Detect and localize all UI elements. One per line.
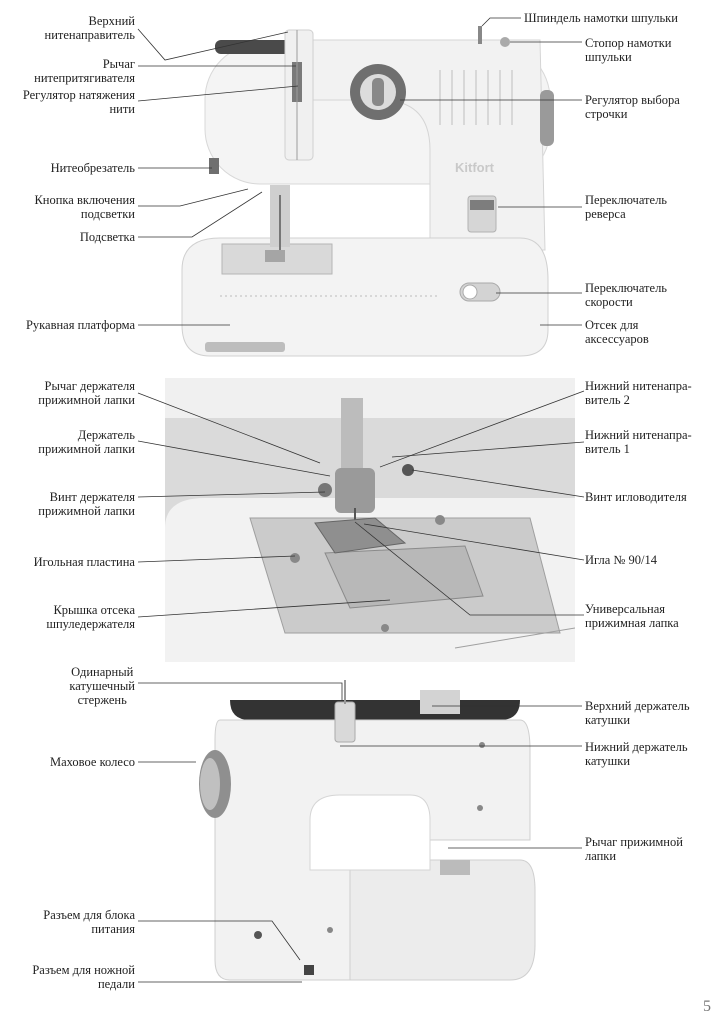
- label-bobbin-winder-stopper: Стопор намотки шпульки: [585, 36, 672, 64]
- label-take-up-lever: Рычаг нитепритягивателя: [34, 57, 135, 85]
- label-tension-regulator: Регулятор натяжения нити: [22, 88, 135, 116]
- label-upper-thread-guide: Верхний нитенаправитель: [44, 14, 136, 42]
- label-power-socket: Разъем для блока питания: [43, 908, 135, 936]
- label-spool-pin: Одинарный катушечный стержень: [69, 665, 135, 707]
- label-lower-guide-1: Нижний нитенапра- витель 1: [585, 428, 692, 456]
- label-needle-clamp-screw: Винт игловодителя: [585, 490, 687, 504]
- label-stitch-selector: Регулятор выбора строчки: [585, 93, 680, 121]
- label-handwheel: Маховое колесо: [50, 755, 135, 769]
- label-light-button: Кнопка включения подсветки: [34, 193, 135, 221]
- label-lower-spool-holder: Нижний держатель катушки: [585, 740, 688, 768]
- label-bobbin-cover: Крышка отсека шпуледержателя: [46, 603, 135, 631]
- label-universal-foot: Универсальная прижимная лапка: [585, 602, 679, 630]
- label-pedal-socket: Разъем для ножной педали: [32, 963, 135, 991]
- label-needle-plate: Игольная пластина: [33, 555, 135, 569]
- label-presser-screw: Винт держателя прижимной лапки: [38, 490, 135, 518]
- label-needle: Игла № 90/14: [585, 553, 657, 567]
- label-reverse-switch: Переключатель реверса: [585, 193, 668, 221]
- label-thread-cutter: Нитеобрезатель: [50, 161, 135, 175]
- page-number: 5: [703, 998, 711, 1015]
- needle-area-illustration: [165, 378, 575, 662]
- label-free-arm: Рукавная платформа: [25, 318, 135, 332]
- label-accessory-box: Отсек для аксессуаров: [585, 318, 649, 346]
- back-view-illustration: [199, 680, 536, 981]
- label-speed-switch: Переключатель скорости: [585, 281, 668, 309]
- label-presser-foot-lever: Рычаг прижимной лапки: [585, 835, 683, 863]
- label-bobbin-winder-spindle: Шпиндель намотки шпульки: [524, 11, 678, 25]
- label-lower-guide-2: Нижний нитенапра- витель 2: [585, 379, 692, 407]
- front-view-illustration: Kitfort: [181, 26, 554, 357]
- label-upper-spool-holder: Верхний держатель катушки: [585, 699, 690, 727]
- label-presser-lever: Рычаг держателя прижимной лапки: [38, 379, 135, 407]
- brand-logo: Kitfort: [455, 160, 495, 175]
- label-light: Подсветка: [79, 230, 135, 244]
- label-presser-holder: Держатель прижимной лапки: [38, 428, 135, 456]
